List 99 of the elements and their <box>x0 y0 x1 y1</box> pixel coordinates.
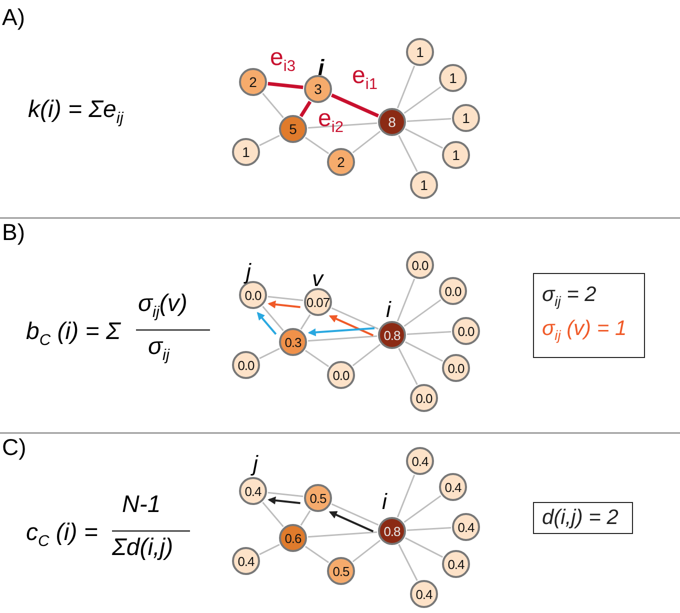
edge-label: e$_{i1}$ <box>352 62 378 94</box>
network-link <box>308 531 378 538</box>
network-node: 0.4 <box>442 550 470 578</box>
formula: σ$_{ij}$(v) <box>138 290 188 322</box>
network-node: 2 <box>327 148 355 176</box>
network-node: 0.4 <box>439 473 467 501</box>
network-link <box>404 86 442 114</box>
network-link <box>262 502 284 528</box>
network-link <box>396 278 416 322</box>
network-link <box>268 296 304 302</box>
formula: N-1 <box>122 491 161 519</box>
network-link <box>331 307 379 330</box>
network-node: 1 <box>406 38 434 66</box>
network-link <box>396 474 416 518</box>
highlighted-link <box>330 94 380 118</box>
edge-label: e$_{i3}$ <box>270 44 296 76</box>
network-link <box>308 335 378 342</box>
formula-text: d(i,j) = 2 <box>542 505 620 531</box>
network-link <box>406 118 452 122</box>
network-link <box>404 128 444 149</box>
network-link <box>406 331 452 335</box>
network-link <box>268 492 304 498</box>
path-arrow <box>268 300 300 308</box>
network-link <box>406 527 452 531</box>
network-node: 0.0 <box>410 384 438 412</box>
network-link <box>404 495 442 523</box>
network-node: 0.0 <box>406 251 434 279</box>
network-link <box>259 544 280 556</box>
network-link <box>262 306 284 332</box>
node-label: j <box>253 453 258 475</box>
network-node: 3 <box>304 75 332 103</box>
network-link <box>398 544 418 581</box>
formula-text: σ$_{ij}$ = 2 <box>542 282 598 312</box>
highlighted-link <box>268 82 304 90</box>
node-label: v <box>312 268 323 290</box>
network-link <box>300 510 311 526</box>
formula: Σd(i,j) <box>112 534 174 562</box>
network-link <box>259 348 280 360</box>
network-node: 8 <box>378 108 406 136</box>
highlighted-link <box>299 100 312 118</box>
network-link <box>259 134 280 146</box>
network-node: 0.0 <box>452 317 480 345</box>
path-arrow <box>328 511 374 532</box>
path-arrow <box>328 315 374 336</box>
formula: k(i) = Σe$_{ij}$ <box>28 96 124 128</box>
text-box <box>533 502 633 534</box>
node-label: i <box>382 491 387 513</box>
network-link <box>404 341 444 362</box>
network-node: 0.0 <box>442 354 470 382</box>
network-link <box>308 122 378 129</box>
network-node: 2 <box>239 68 267 96</box>
network-node: 0.4 <box>232 547 260 575</box>
panel-label: C) <box>2 434 26 461</box>
formula: c$_{C}$ (i) = <box>26 519 98 551</box>
network-link <box>398 135 418 172</box>
panel-label: A) <box>2 4 25 31</box>
network-node: 0.6 <box>279 524 307 552</box>
network-node: 0.4 <box>239 477 267 505</box>
network-node: 1 <box>439 64 467 92</box>
formula: b$_{C}$ (i) = Σ <box>26 318 120 350</box>
network-link <box>352 130 381 154</box>
network-node: 1 <box>410 171 438 199</box>
panel-label: B) <box>2 219 25 246</box>
network-node: 0.3 <box>279 328 307 356</box>
network-link <box>304 350 330 368</box>
network-link <box>262 92 284 118</box>
network-link <box>398 348 418 385</box>
network-node: 0.0 <box>232 351 260 379</box>
network-node: 1 <box>442 141 470 169</box>
node-label: j <box>246 261 251 283</box>
path-arrow <box>308 327 375 336</box>
network-node: 5 <box>279 115 307 143</box>
network-link <box>300 314 311 330</box>
network-node: 0.07 <box>304 288 332 316</box>
network-node: 0.4 <box>410 580 438 608</box>
path-arrow <box>256 312 277 335</box>
network-link <box>352 344 381 366</box>
network-link <box>331 503 379 526</box>
path-arrow <box>268 496 300 504</box>
network-node: 1 <box>232 138 260 166</box>
text-box <box>533 273 645 358</box>
network-link <box>304 136 330 154</box>
network-node: 0.0 <box>327 361 355 389</box>
network-link <box>404 299 442 327</box>
network-node: 0.8 <box>378 517 406 545</box>
network-link <box>396 66 416 108</box>
network-node: 0.4 <box>406 447 434 475</box>
edge-label: e$_{i2}$ <box>318 105 344 137</box>
network-node: 0.4 <box>452 513 480 541</box>
network-node: 0.0 <box>439 277 467 305</box>
network-link <box>352 540 381 562</box>
formula-text: σ$_{ij}$ (v) = 1 <box>542 316 628 345</box>
node-label: i <box>386 299 391 321</box>
network-node: 0.8 <box>378 321 406 349</box>
network-link <box>404 537 444 558</box>
network-node: 0.5 <box>327 557 355 585</box>
network-node: 1 <box>452 104 480 132</box>
formula: σ$_{ij}$ <box>148 333 170 365</box>
network-node: 0.5 <box>304 484 332 512</box>
